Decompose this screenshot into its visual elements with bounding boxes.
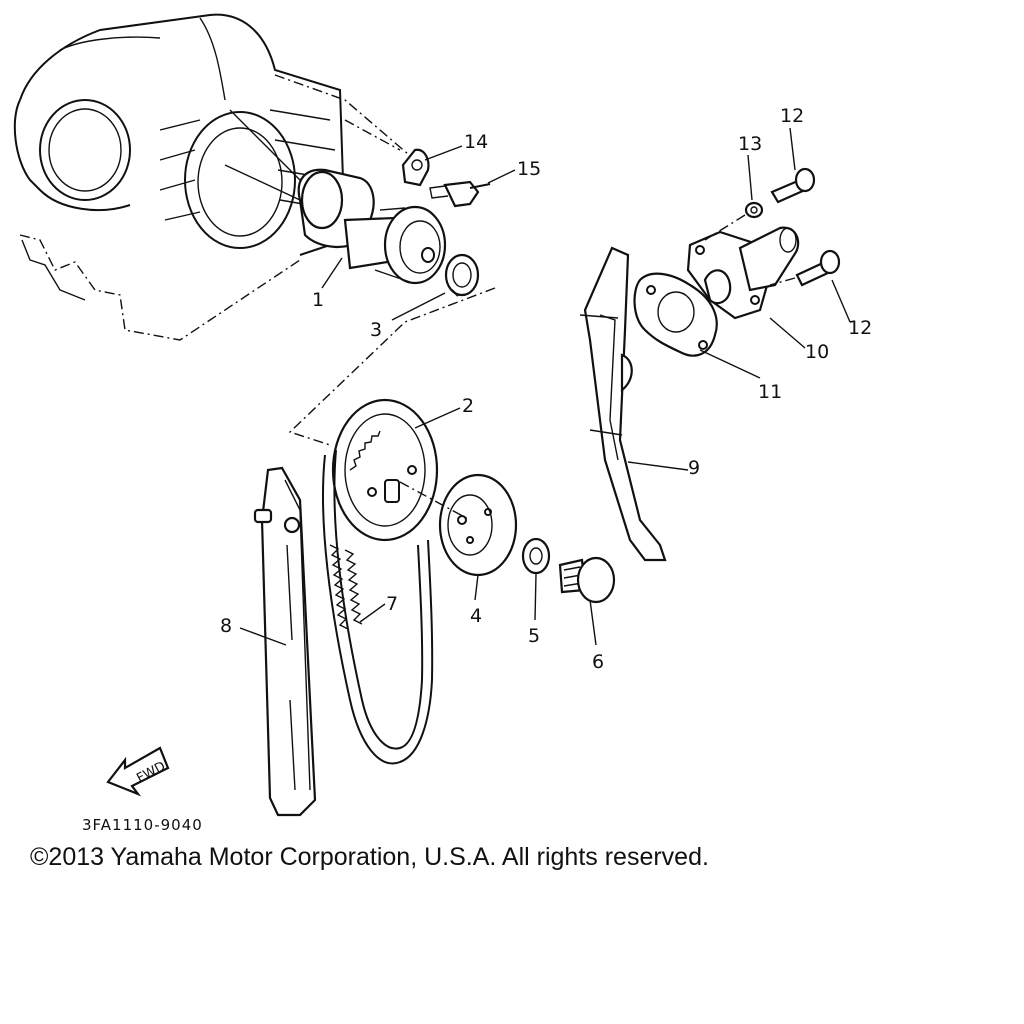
callout-12-lower: 12 <box>848 317 872 339</box>
plain-washer <box>521 537 551 575</box>
part-code: 3FA1110-9040 <box>82 816 203 834</box>
camshaft <box>297 168 447 285</box>
tensioner-bolt-upper <box>770 167 816 204</box>
callout-9: 9 <box>688 457 700 479</box>
copyright-notice: ©2013 Yamaha Motor Corporation, U.S.A. A… <box>30 843 709 871</box>
decompression-plate <box>399 473 518 577</box>
callout-5: 5 <box>528 625 540 647</box>
callout-2: 2 <box>462 395 474 417</box>
tensioner-bolt-lower <box>795 249 841 287</box>
cam-sprocket <box>331 398 439 542</box>
leader-lines <box>239 127 851 646</box>
callout-1: 1 <box>312 289 324 311</box>
chain-tensioner <box>686 226 800 320</box>
sprocket-bolt <box>558 556 616 604</box>
callout-15: 15 <box>517 158 541 180</box>
callout-3: 3 <box>370 319 382 341</box>
tensioner-washer <box>744 201 764 219</box>
chain-guide-front <box>579 246 667 562</box>
chain-guide-rear <box>253 466 317 817</box>
callout-10: 10 <box>805 341 829 363</box>
callout-12-upper: 12 <box>780 105 804 127</box>
callout-7: 7 <box>386 593 398 615</box>
callout-8: 8 <box>220 615 232 637</box>
exploded-parts-diagram: 1 2 3 4 5 6 7 8 9 10 11 12 12 13 14 15 F… <box>13 13 872 834</box>
tensioner-alignment-line <box>704 214 796 286</box>
tensioner-gasket <box>633 272 718 357</box>
callout-6: 6 <box>592 651 604 673</box>
callout-13: 13 <box>738 133 762 155</box>
circlip <box>444 253 480 297</box>
lock-washer <box>401 148 430 187</box>
cylinder-head <box>13 13 416 341</box>
callout-14: 14 <box>464 131 488 153</box>
hex-bolt <box>429 180 491 208</box>
callout-4: 4 <box>470 605 482 627</box>
fwd-arrow-icon: FWD <box>106 746 170 797</box>
callout-11: 11 <box>758 381 782 403</box>
alignment-line <box>288 287 496 446</box>
cam-chain <box>321 449 434 765</box>
